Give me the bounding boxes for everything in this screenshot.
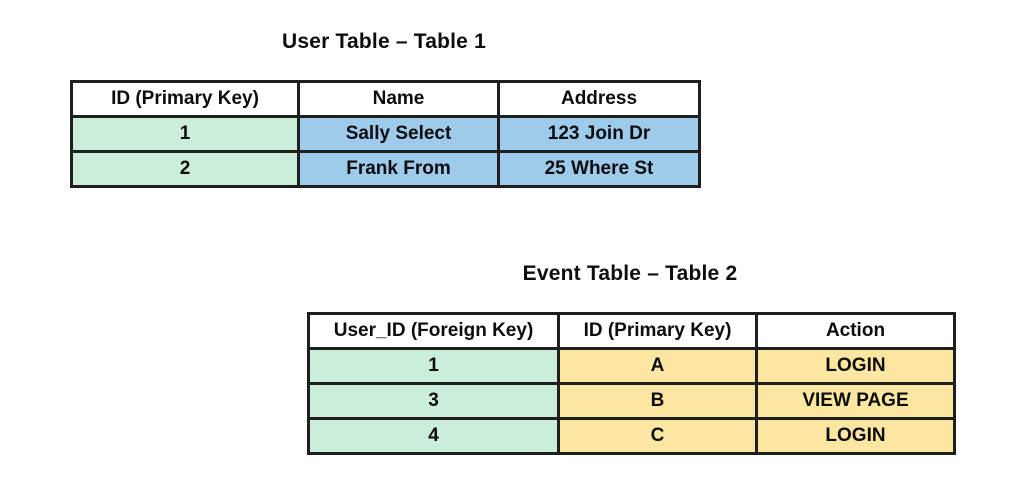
event-table-cell: B xyxy=(557,382,758,420)
event-table-cell: 3 xyxy=(307,382,560,420)
table-row: 3 B VIEW PAGE xyxy=(307,382,956,420)
table-row: 1 Sally Select 123 Join Dr xyxy=(70,115,701,153)
event-table-section: Event Table – Table 2 User_ID (Foreign K… xyxy=(307,260,956,455)
user-table-title: User Table – Table 1 xyxy=(282,30,486,53)
user-table: ID (Primary Key) Name Address 1 Sally Se… xyxy=(70,80,701,188)
event-table-cell: C xyxy=(557,417,758,455)
table-row: 2 Frank From 25 Where St xyxy=(70,150,701,188)
user-table-body: 1 Sally Select 123 Join Dr 2 Frank From … xyxy=(70,115,701,188)
event-table-header-cell-userid: User_ID (Foreign Key) xyxy=(307,312,560,350)
user-table-header-cell-name: Name xyxy=(297,80,500,118)
user-table-cell: 2 xyxy=(70,150,300,188)
event-table-header-cell-action: Action xyxy=(755,312,956,350)
table-row: 4 C LOGIN xyxy=(307,417,956,455)
user-table-cell: Frank From xyxy=(297,150,500,188)
event-table-title: Event Table – Table 2 xyxy=(522,262,738,285)
event-table-cell: VIEW PAGE xyxy=(755,382,956,420)
user-table-cell: 123 Join Dr xyxy=(497,115,701,153)
event-table-cell: LOGIN xyxy=(755,347,956,385)
user-table-cell: 25 Where St xyxy=(497,150,701,188)
user-table-cell: Sally Select xyxy=(297,115,500,153)
event-table-cell: 4 xyxy=(307,417,560,455)
event-table-head: User_ID (Foreign Key) ID (Primary Key) A… xyxy=(307,312,956,350)
user-table-header-row: ID (Primary Key) Name Address xyxy=(70,80,701,118)
event-table-header-row: User_ID (Foreign Key) ID (Primary Key) A… xyxy=(307,312,956,350)
event-table-cell: A xyxy=(557,347,758,385)
event-table: User_ID (Foreign Key) ID (Primary Key) A… xyxy=(307,312,956,455)
user-table-header-cell-address: Address xyxy=(497,80,701,118)
user-table-cell: 1 xyxy=(70,115,300,153)
user-table-section: User Table – Table 1 ID (Primary Key) Na… xyxy=(70,28,701,188)
event-table-cell: 1 xyxy=(307,347,560,385)
user-table-head: ID (Primary Key) Name Address xyxy=(70,80,701,118)
event-table-header-cell-id: ID (Primary Key) xyxy=(557,312,758,350)
table-row: 1 A LOGIN xyxy=(307,347,956,385)
event-table-cell: LOGIN xyxy=(755,417,956,455)
user-table-header-cell-id: ID (Primary Key) xyxy=(70,80,300,118)
event-table-body: 1 A LOGIN 3 B VIEW PAGE 4 C LOGIN xyxy=(307,347,956,455)
